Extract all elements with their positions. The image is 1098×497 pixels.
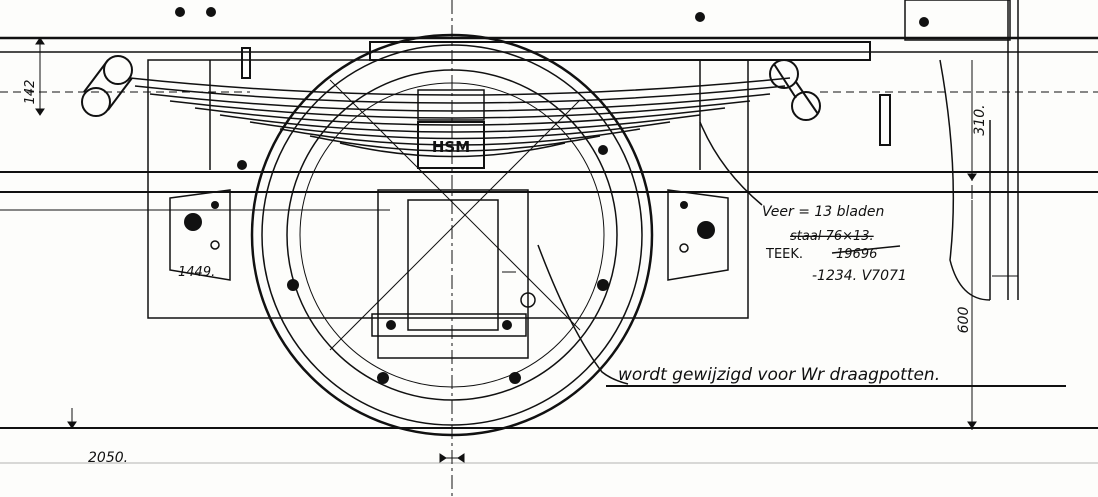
centerline: [451, 0, 973, 497]
dimension-lines: [35, 37, 1018, 463]
dim-left-height: 142: [23, 80, 38, 105]
wheel-bolts: [175, 7, 929, 384]
axle-box-plates: [169, 189, 729, 337]
right-bracket: [904, 0, 1019, 301]
drawing-prefix: TEEK.: [765, 247, 803, 262]
revision-note: wordt gewijzigd voor Wr draagpotten.: [618, 365, 940, 385]
spring-hangers: [81, 41, 891, 146]
spring-spec-line1: Veer = 13 bladen: [762, 204, 884, 220]
spring-spec-line2: staal 76×13.: [790, 229, 874, 244]
dim-ground-length: 2050.: [88, 450, 128, 466]
wheel: [250, 33, 654, 437]
leaf-spring: [129, 77, 791, 169]
dim-right-upper: 310.: [972, 104, 988, 135]
drawing-number-old: 19696: [836, 247, 877, 262]
leader-lines: [537, 121, 1066, 387]
frame-beams: [0, 36, 1098, 464]
drawing-number-new: -1234. V7071: [812, 268, 907, 284]
dim-right-lower: 600: [956, 307, 972, 334]
strike-old-number: [831, 245, 901, 254]
plate-label: HSM: [432, 138, 470, 156]
dim-axle-offset: 1449.: [178, 265, 215, 280]
